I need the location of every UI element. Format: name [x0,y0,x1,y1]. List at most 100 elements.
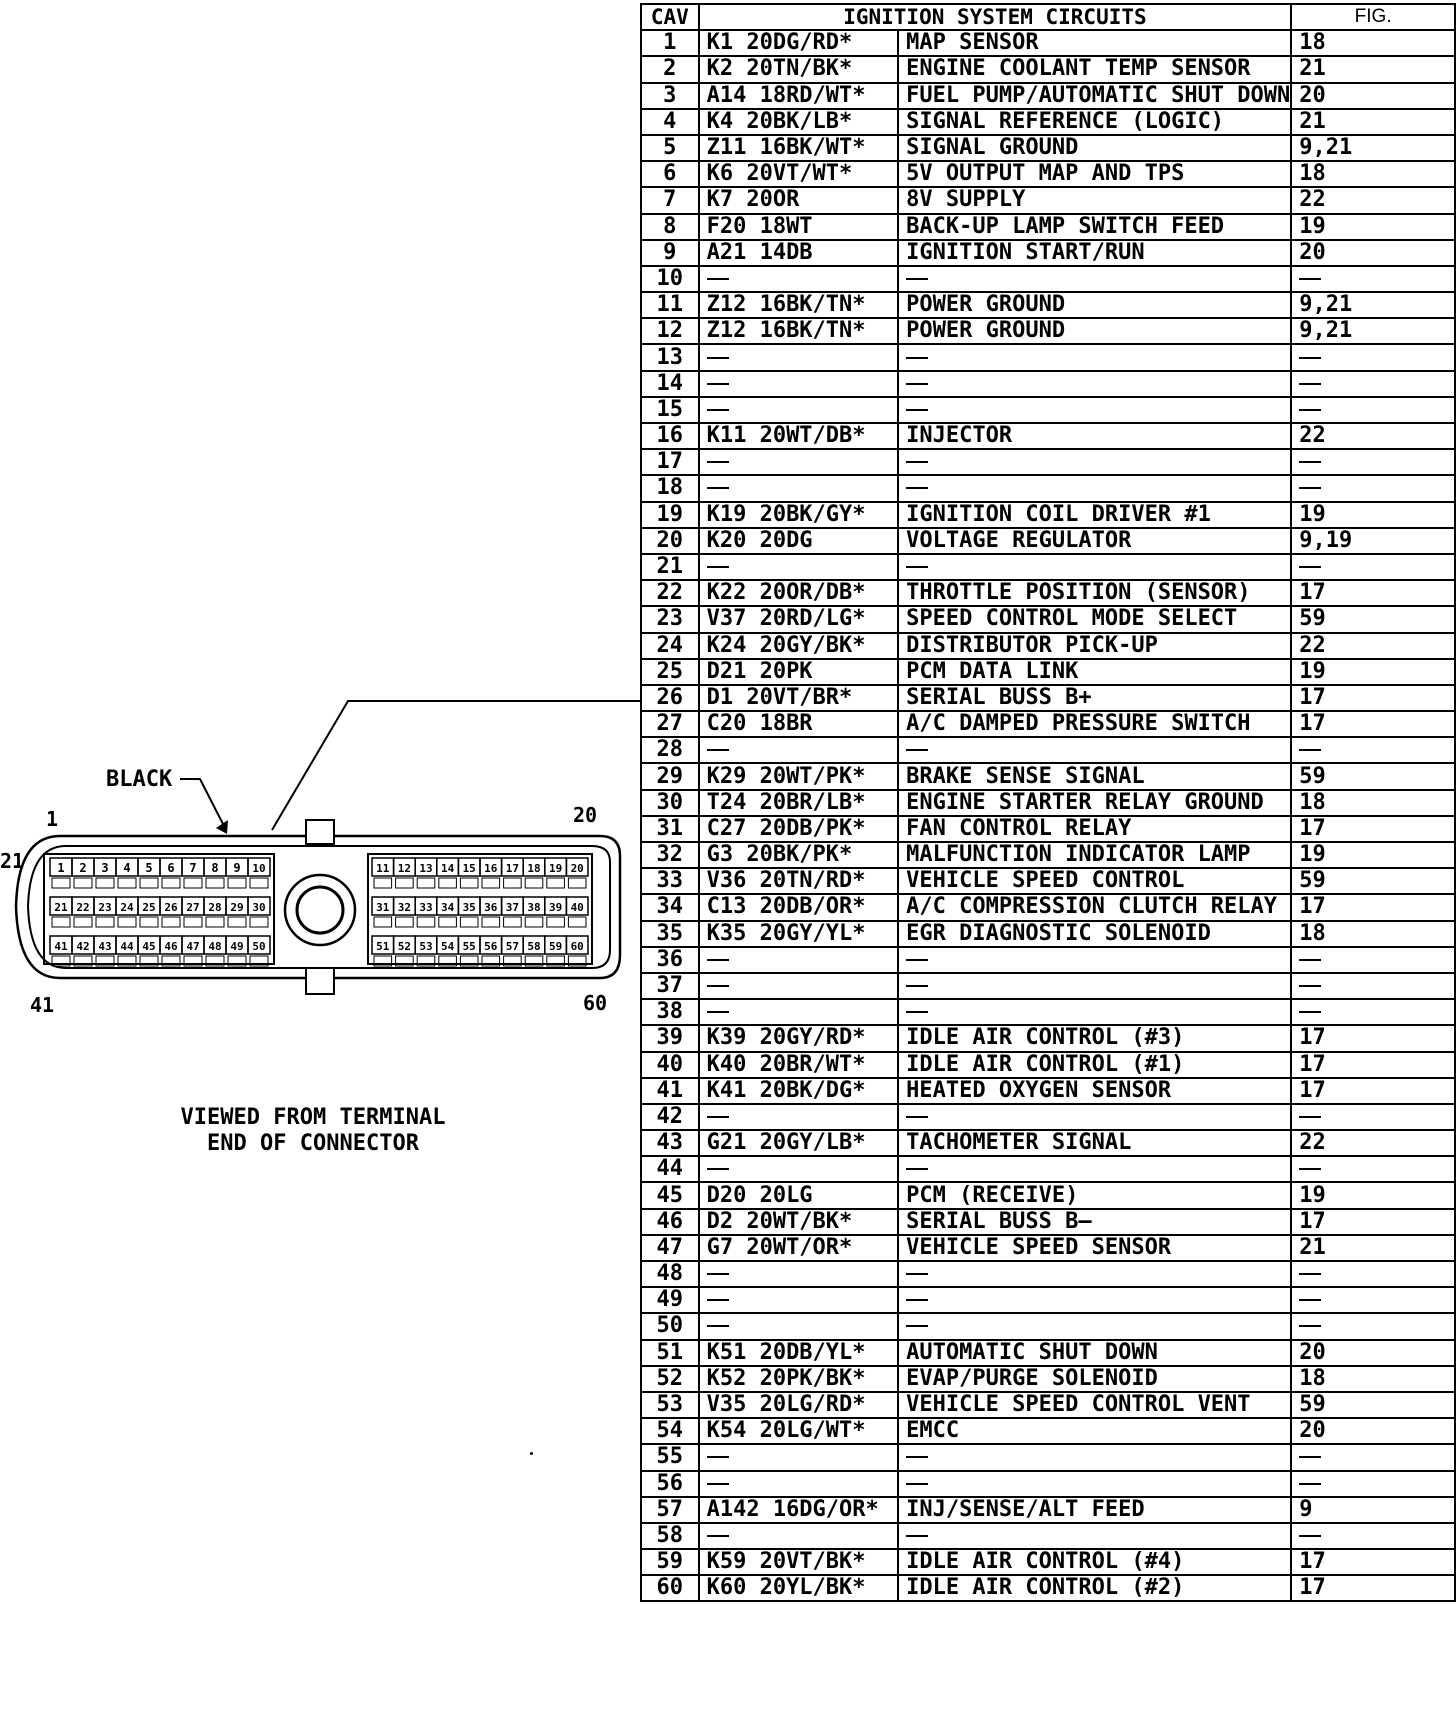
function-cell: VEHICLE SPEED CONTROL [897,867,1293,896]
pin-number: 33 [419,901,432,914]
pin-number: 27 [186,901,199,914]
wire-cell [697,1102,900,1132]
cav-cell: 36 [640,945,700,974]
fig-cell: 17 [1290,710,1456,739]
fig-cell: 22 [1290,186,1456,215]
wire-cell: K6 20VT/WT* [697,160,900,189]
cav-cell: 44 [640,1155,700,1184]
pin-number: 52 [398,940,411,953]
wire-cell [697,343,900,372]
pin-socket [139,916,159,928]
cav-cell: 50 [640,1312,700,1341]
wire-cell: K7 20OR [697,186,900,215]
pin-number: 43 [98,940,111,953]
cav-cell: 3 [640,81,700,110]
pin-socket [73,916,93,928]
pin-number: 4 [123,861,130,875]
cav-cell: 7 [640,186,700,215]
pin-label-60: 60 [583,991,607,1015]
pin-number: 9 [233,861,240,875]
cav-cell: 58 [640,1521,700,1551]
cav-cell: 43 [640,1129,700,1158]
empty-dash [1299,356,1322,359]
pin-socket [524,877,544,889]
fig-cell: 20 [1290,81,1456,110]
wire-cell: Z11 16BK/WT* [697,133,900,163]
header-cav: CAV [640,2,700,32]
empty-dash [706,1115,729,1118]
wire-cell: V35 20LG/RD* [697,1390,900,1420]
pin-number: 46 [164,940,178,953]
empty-dash [1299,1299,1322,1302]
pin-socket [249,955,269,967]
wire-cell: D2 20WT/BK* [697,1207,900,1236]
pin-socket [249,877,269,889]
pin-number: 51 [376,940,390,953]
pin-socket [95,877,115,889]
pin-number: 25 [142,901,155,914]
pin-number: 28 [208,901,221,914]
pin-number: 45 [142,940,155,953]
function-cell: DISTRIBUTOR PICK-UP [897,631,1293,660]
pin-number: 5 [145,861,152,875]
fig-cell [1290,1102,1456,1132]
cav-cell: 10 [640,264,700,294]
wire-cell [697,1155,900,1184]
pin-number: 58 [527,940,540,953]
cav-cell: 54 [640,1417,700,1446]
wire-cell: K51 20DB/YL* [697,1338,900,1367]
fig-cell: 59 [1290,867,1456,896]
function-cell [897,1469,1293,1498]
function-cell [897,998,1293,1027]
pin-number: 49 [230,940,243,953]
fig-cell: 20 [1290,1338,1456,1367]
function-cell: BRAKE SENSE SIGNAL [897,762,1293,791]
header-fig: FIG. [1290,2,1456,32]
fig-cell [1290,971,1456,1001]
empty-dash [1299,749,1322,752]
pin-number: 23 [98,901,111,914]
pin-socket [395,877,414,889]
fig-cell: 17 [1290,893,1456,922]
cav-cell: 15 [640,395,700,425]
pin-socket [139,955,159,967]
table-row: 38 [640,998,1456,1027]
fig-cell: 18 [1290,919,1456,948]
wire-cell: K19 20BK/GY* [697,500,900,529]
pin-socket [183,916,203,928]
function-cell: EMCC [897,1417,1293,1446]
wire-cell: A142 16DG/OR* [697,1495,900,1524]
pin-number: 29 [230,901,243,914]
pin-cavity [565,896,589,916]
empty-dash [1299,1115,1322,1118]
fig-cell: 19 [1290,212,1456,241]
wire-cell [697,448,900,477]
cav-cell: 35 [640,919,700,948]
function-cell [897,1102,1293,1132]
empty-dash [906,277,929,280]
fig-cell: 18 [1290,1364,1456,1393]
fig-cell [1290,369,1456,398]
pin-socket [459,955,479,967]
empty-dash [906,1482,929,1485]
cav-cell: 28 [640,736,700,765]
pin-socket [161,955,181,967]
fig-cell: 18 [1290,788,1456,817]
pin-number: 41 [54,940,68,953]
function-cell [897,1521,1293,1551]
pin-number: 20 [571,862,584,875]
cav-cell: 46 [640,1207,700,1236]
function-cell: FAN CONTROL RELAY [897,814,1293,844]
empty-dash [706,1482,729,1485]
fig-cell: 9 [1290,1495,1456,1524]
function-cell: MAP SENSOR [897,29,1293,58]
